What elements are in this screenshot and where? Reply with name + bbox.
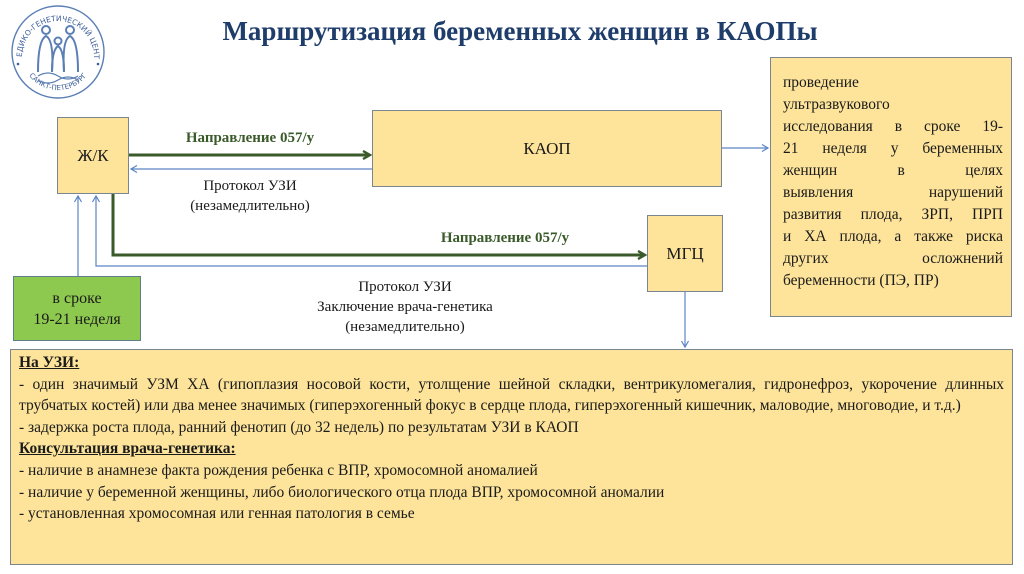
purpose-line: 21 неделя у беременных xyxy=(783,140,1003,157)
uzi-item: - задержка роста плода, ранний фенотип (… xyxy=(19,418,579,436)
purpose-line: женщин в целях xyxy=(783,162,1003,179)
purpose-line: других осложнений xyxy=(783,250,1003,267)
node-kaop[interactable]: КАОП xyxy=(372,110,722,187)
purpose-line: беременности (ПЭ, ПР) xyxy=(783,272,939,289)
arrow-mgc-to-zhk xyxy=(91,194,647,267)
label-mgc-to-zhk-line-2: Заключение врача-генетика xyxy=(317,299,493,315)
medical-genetic-center-logo-icon: МЕДИКО-ГЕНЕТИЧЕСКИЙ ЦЕНТР САНКТ-ПЕТЕРБУР… xyxy=(8,2,105,99)
node-kaop-label: КАОП xyxy=(523,138,571,158)
uzi-heading: На УЗИ: xyxy=(19,354,80,371)
node-mgc-label: МГЦ xyxy=(666,243,704,263)
node-zhk[interactable]: Ж/К xyxy=(57,117,129,194)
purpose-line: и ХА плода, а также риска xyxy=(783,228,1003,245)
label-kaop-to-zhk-line-2: (незамедлительно) xyxy=(190,198,310,214)
node-timing[interactable]: в сроке 19-21 неделя xyxy=(13,276,141,341)
arrow-zhk-to-mgc xyxy=(111,194,645,255)
label-mgc-to-zhk-line-3: (незамедлительно) xyxy=(345,319,465,335)
genetics-item: - установленная хромосомная или генная п… xyxy=(19,505,415,523)
timing-line-2: 19-21 неделя xyxy=(33,310,121,328)
label-mgc-to-zhk-line-1: Протокол УЗИ xyxy=(358,279,452,295)
label-kaop-to-zhk-line-1: Протокол УЗИ xyxy=(203,178,297,194)
purpose-line: ультразвукового xyxy=(783,96,890,113)
uzi-item: - один значимый УЗМ ХА (гипоплазия носов… xyxy=(19,375,1004,415)
genetics-item: - наличие в анамнезе факта рождения ребе… xyxy=(19,461,538,479)
label-zhk-to-kaop: Направление 057/у xyxy=(185,130,315,146)
purpose-line: выявления нарушений xyxy=(783,184,1003,201)
purpose-line: исследования в сроке 19- xyxy=(783,118,1003,135)
genetics-item: - наличие у беременной женщины, либо био… xyxy=(19,483,665,501)
purpose-line: развития плода, ЗРП, ПРП xyxy=(783,206,1003,223)
label-zhk-to-mgc: Направление 057/у xyxy=(440,230,570,246)
kaop-purpose-box: проведение ультразвукового исследования … xyxy=(770,57,1012,317)
label-kaop-to-zhk: Протокол УЗИ (незамедлительно) xyxy=(150,176,350,216)
genetics-heading: Консультация врача-генетика: xyxy=(19,440,236,458)
node-mgc[interactable]: МГЦ xyxy=(647,215,723,292)
criteria-box: На УЗИ: - один значимый УЗМ ХА (гипоплаз… xyxy=(10,349,1013,565)
timing-line-1: в сроке xyxy=(52,289,102,307)
label-mgc-to-zhk: Протокол УЗИ Заключение врача-генетика (… xyxy=(260,277,550,337)
page-title: Маршрутизация беременных женщин в КАОПы xyxy=(222,16,818,46)
purpose-line: проведение xyxy=(783,74,859,91)
node-zhk-label: Ж/К xyxy=(77,145,109,165)
